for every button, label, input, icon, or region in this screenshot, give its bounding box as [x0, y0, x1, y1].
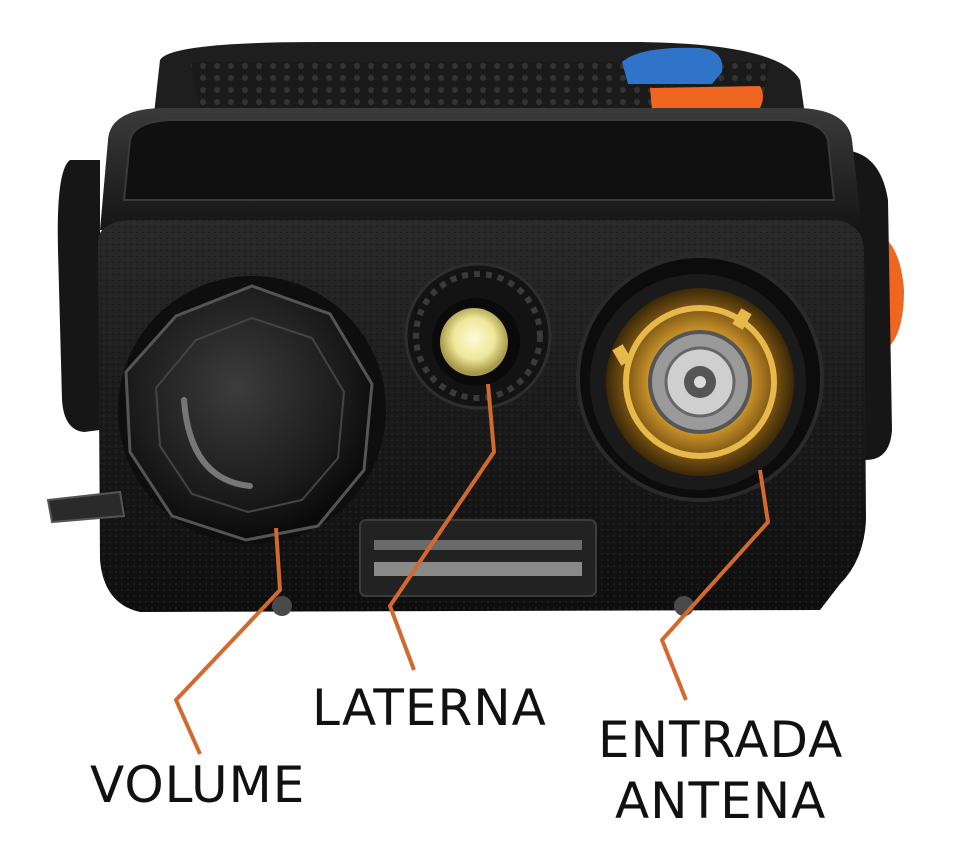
- label-laterna: LATERNA: [312, 679, 547, 737]
- antenna-connector-icon: [576, 254, 824, 502]
- belt-clip-tab: [46, 490, 126, 524]
- callout-line-volume: [174, 527, 282, 755]
- strap-slot: [359, 519, 597, 597]
- callout-line-laterna: [388, 383, 496, 671]
- label-volume: VOLUME: [90, 756, 306, 814]
- blue-button-icon: [622, 47, 723, 84]
- callout-lines: [174, 383, 770, 755]
- flashlight-led-icon: [404, 262, 552, 410]
- label-entrada-antena: ENTRADA ANTENA: [598, 710, 843, 832]
- orange-button-icon: [650, 86, 763, 110]
- left-side-rail: [57, 160, 100, 432]
- top-bezel: [100, 108, 862, 230]
- label-antena-line2: ANTENA: [614, 772, 827, 830]
- volume-knob-icon: [118, 276, 386, 544]
- callout-line-antena: [660, 469, 770, 701]
- label-antena-line1: ENTRADA: [598, 711, 844, 769]
